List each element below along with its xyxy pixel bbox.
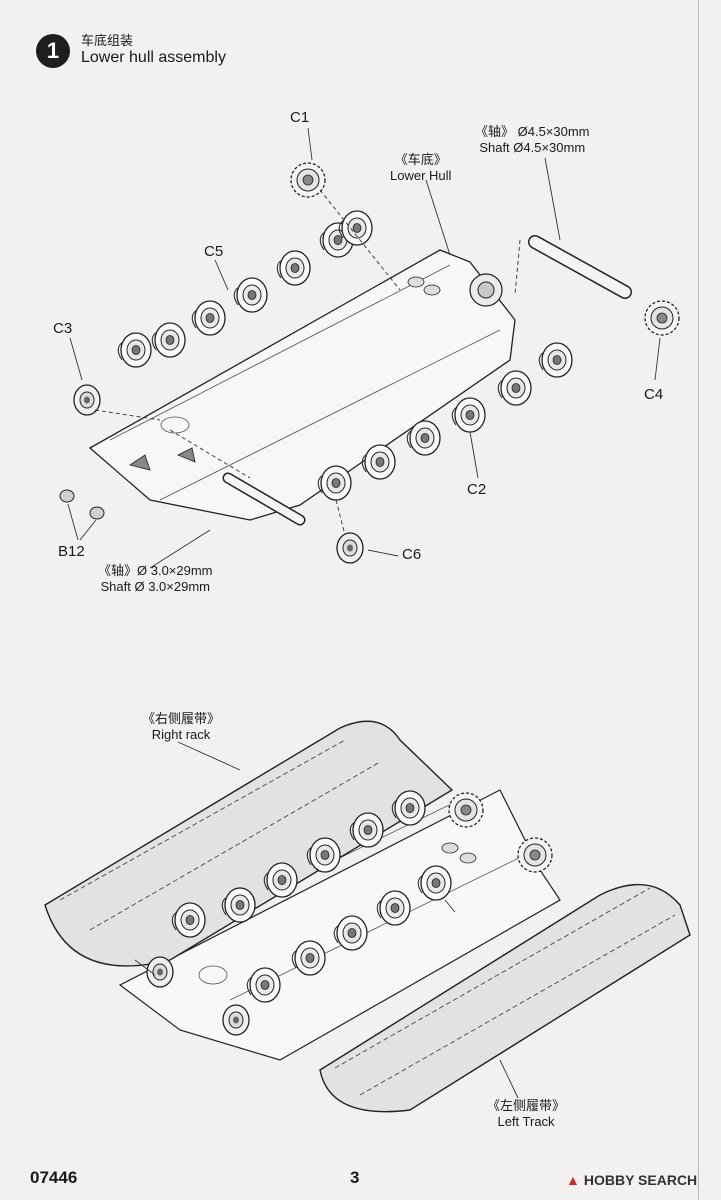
- label-c2: C2: [467, 481, 487, 498]
- label-c6: C6: [402, 546, 422, 563]
- shaft-long: [528, 235, 632, 299]
- label-short-shaft: 《轴》Ø 3.0×29mm Shaft Ø 3.0×29mm: [98, 563, 213, 594]
- label-b12: B12: [58, 543, 85, 560]
- label-short-shaft-cn: 《轴》Ø 3.0×29mm: [98, 563, 213, 578]
- step-title-english: Lower hull assembly: [81, 48, 226, 66]
- step-titles: 车底组装 Lower hull assembly: [81, 33, 226, 67]
- part-c6-idler: [336, 532, 364, 564]
- step-header: 1 车底组装 Lower hull assembly: [36, 33, 226, 68]
- label-right-rack-cn: 《右侧履带》: [142, 711, 221, 726]
- label-c1: C1: [290, 109, 310, 126]
- shaft-short: [222, 472, 306, 526]
- step-title-chinese: 车底组装: [81, 33, 134, 48]
- label-long-shaft-en: Shaft Ø4.5×30mm: [479, 139, 586, 155]
- part-c4-sprocket: [644, 300, 680, 336]
- page-number: 3: [350, 1168, 360, 1187]
- label-left-track-en: Left Track: [497, 1113, 555, 1129]
- label-lower-hull-cn: 《车底》: [394, 152, 447, 167]
- track-leader-lines: [134, 741, 519, 1099]
- label-lower-hull: 《车底》 Lower Hull: [390, 152, 451, 183]
- left-track-assembly: [222, 837, 691, 1113]
- page-edge-rule: [698, 0, 699, 1200]
- label-c3: C3: [53, 320, 73, 337]
- label-short-shaft-en: Shaft Ø 3.0×29mm: [100, 578, 210, 594]
- label-long-shaft: 《轴》 Ø4.5×30mm Shaft Ø4.5×30mm: [475, 124, 590, 155]
- watermark: ▲ HOBBY SEARCH: [566, 1172, 697, 1188]
- lower-hull-part: [88, 249, 516, 521]
- label-long-shaft-cn: 《轴》 Ø4.5×30mm: [475, 124, 590, 139]
- label-lower-hull-en: Lower Hull: [390, 167, 452, 183]
- label-c5: C5: [204, 243, 224, 260]
- label-right-rack: 《右侧履带》 Right rack: [142, 711, 220, 742]
- label-left-track-cn: 《左侧履带》: [487, 1098, 566, 1113]
- part-c1-sprocket: [290, 162, 326, 198]
- right-track-assembly: [44, 720, 484, 988]
- hobby-search-logo-icon: ▲: [566, 1172, 580, 1188]
- product-code: 07446: [30, 1168, 78, 1187]
- label-left-track: 《左侧履带》 Left Track: [487, 1098, 565, 1129]
- step-number-badge: 1: [36, 34, 70, 68]
- watermark-text: HOBBY SEARCH: [583, 1172, 698, 1188]
- assembly-leader-lines: [67, 127, 661, 569]
- label-c4: C4: [644, 386, 664, 403]
- label-right-rack-en: Right rack: [151, 726, 211, 742]
- part-b12-caps: [59, 489, 105, 520]
